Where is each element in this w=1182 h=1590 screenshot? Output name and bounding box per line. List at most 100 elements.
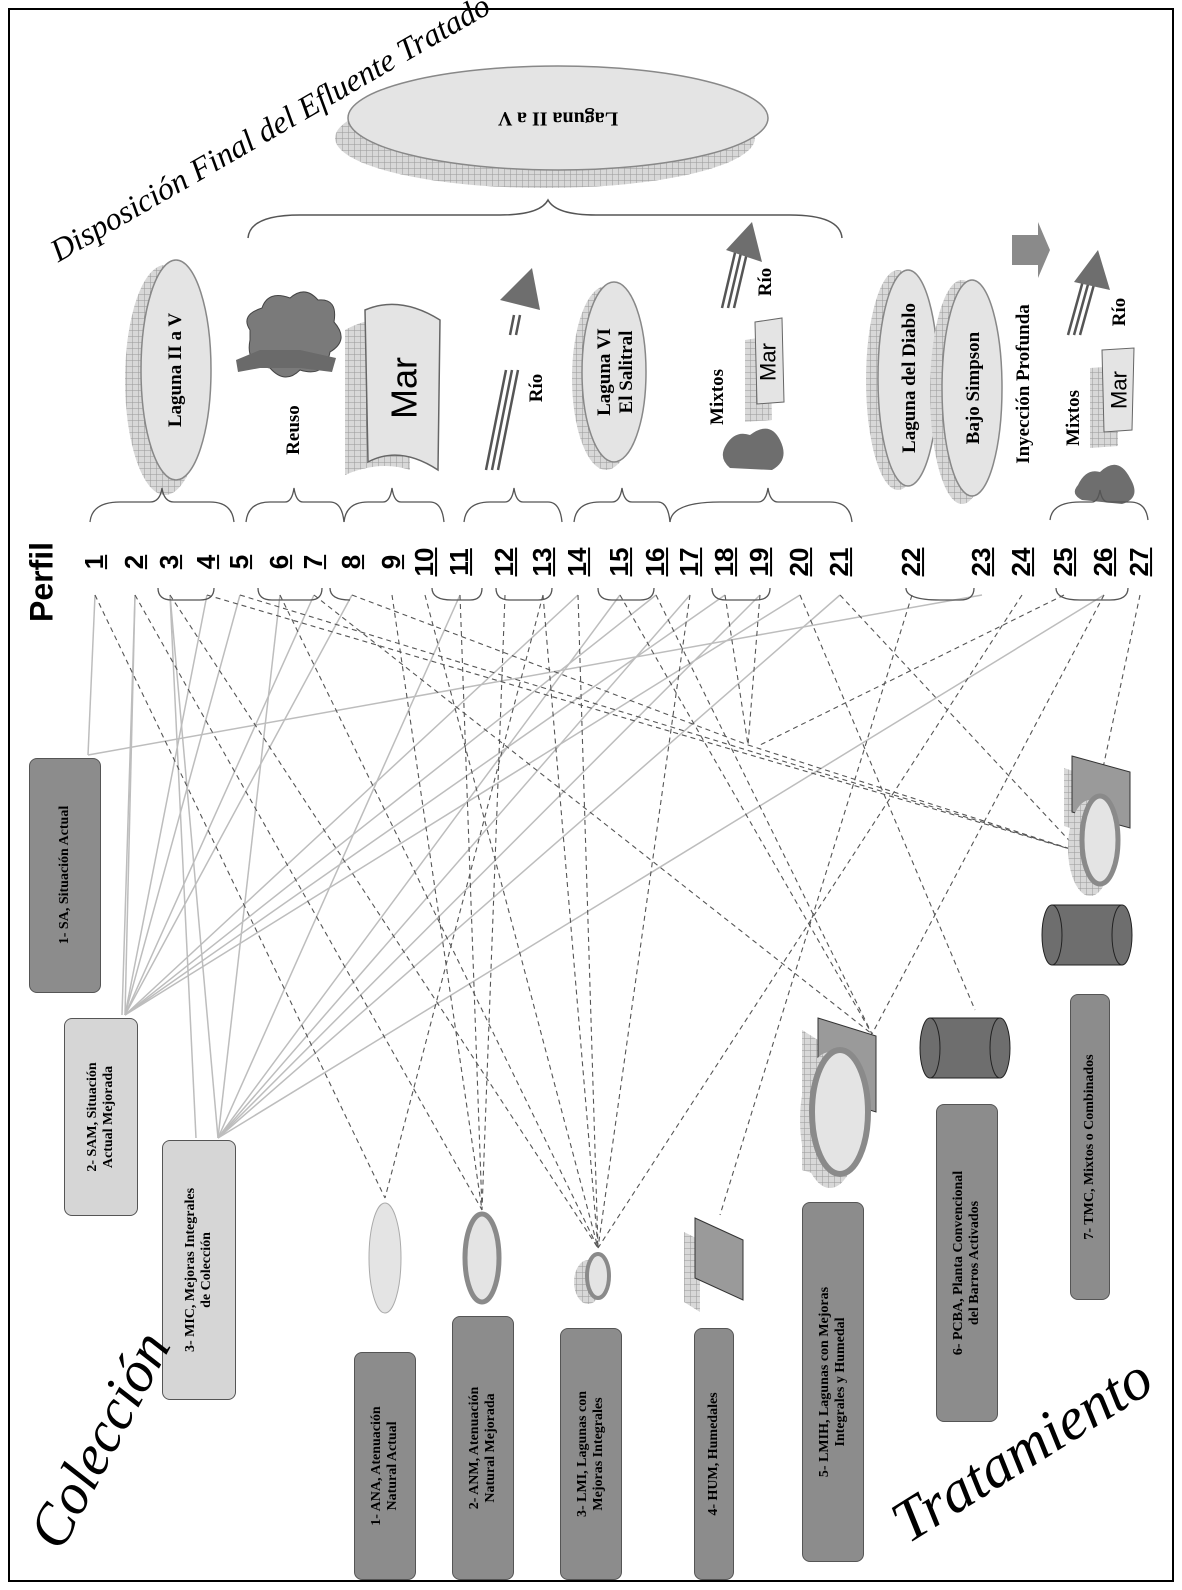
profile-number-2: 2 [119, 554, 150, 570]
dashed-link-26 [279, 594, 599, 1249]
laguna-vi-line2: El Salitral [616, 330, 637, 414]
dashed-link-6 [424, 594, 599, 1249]
dashed-link-10 [577, 594, 599, 1249]
solid-link-15 [217, 594, 761, 1139]
bajo-simpson-oval [930, 279, 1003, 504]
solid-link-5 [124, 594, 241, 1016]
laguna-top-oval [335, 65, 769, 188]
diagram-frame [8, 8, 1174, 1582]
profile-number-24: 24 [1006, 547, 1037, 577]
dashed-link-24 [747, 744, 1081, 853]
mixtos-label-1: Mixtos [707, 369, 729, 425]
dashed-link-21 [871, 594, 1105, 1035]
tmc-cylinder-icon [1041, 904, 1133, 966]
solid-link-10 [124, 594, 579, 1016]
collection-sa-label: 1- SA, Situación Actual [56, 805, 72, 945]
treat-lmi-box [560, 1328, 622, 1580]
profile-number-17: 17 [674, 547, 705, 577]
anm-line1: 2- ANM, Atenuación [466, 1386, 482, 1510]
solid-link-11 [217, 594, 621, 1139]
mixtos-label-2: Mixtos [1063, 390, 1085, 446]
solid-link-12 [124, 594, 657, 1016]
dashed-link-15 [747, 594, 761, 746]
collection-mic-label: 3- MIC, Mejoras Integrales de Colección [183, 1188, 215, 1352]
inyeccion-arrow-icon [1012, 222, 1050, 278]
profile-number-22: 22 [896, 547, 927, 577]
sam-line2: Actual Mejorada [101, 1065, 116, 1169]
dashed-link-12 [655, 594, 873, 1035]
dashed-link-0 [94, 594, 386, 1199]
dashed-link-2 [169, 594, 599, 1249]
rio-label-3: Río [1109, 297, 1131, 327]
profile-number-4: 4 [191, 554, 222, 570]
dashed-link-25 [313, 594, 873, 1035]
dashed-link-23 [351, 594, 749, 746]
top-brace [247, 198, 843, 239]
inyeccion-label: Inyección Profunda [1013, 304, 1035, 464]
solid-link-2 [124, 594, 136, 1016]
lmih-icon [800, 1017, 877, 1188]
profile-number-26: 26 [1088, 547, 1119, 577]
mar-label-2: Mar [755, 343, 781, 381]
ana-oval-icon [368, 1202, 402, 1314]
treat-ana-box [354, 1352, 416, 1580]
profile-number-11: 11 [444, 548, 475, 576]
dashed-link-14 [724, 594, 749, 746]
dashed-link-18 [719, 594, 913, 1216]
profile-number-13: 13 [527, 547, 558, 577]
profile-number-25: 25 [1048, 547, 1079, 577]
laguna-diablo-label: Laguna del Diablo [899, 303, 921, 453]
mic-line1: 3- MIC, Mejoras Integrales [182, 1187, 198, 1353]
solid-link-4 [124, 594, 208, 1016]
profile-number-16: 16 [640, 547, 671, 577]
lmi-oval-icon [574, 1252, 611, 1304]
bajo-simpson-label: Bajo Simpson [963, 331, 985, 445]
profile-number-14: 14 [562, 547, 593, 577]
dashed-link-9 [542, 594, 599, 1249]
profile-number-10: 10 [409, 547, 440, 577]
pcba-cylinder-icon [919, 1017, 1011, 1079]
rio-arrow-icon [484, 268, 540, 471]
profile-number-8: 8 [336, 554, 367, 570]
dashed-link-7 [459, 594, 483, 1211]
solid-link-3 [169, 594, 219, 1139]
treat-pcba-label: 6- PCBA, Planta Convencional del Barros … [951, 1171, 983, 1355]
profile-number-23: 23 [966, 547, 997, 577]
reuso-tree-icon [236, 291, 342, 378]
profile-number-18: 18 [709, 547, 740, 577]
collection-sam-box [64, 1018, 138, 1216]
profile-number-5: 5 [224, 554, 255, 570]
solid-link-20 [169, 594, 197, 1139]
profile-number-15: 15 [604, 547, 635, 577]
solid-link-0 [87, 594, 96, 756]
ana-line1: 1- ANA, Atenuación [368, 1406, 384, 1526]
mic-line2: de Colección [199, 1232, 214, 1308]
laguna-top-label: Laguna II a V [497, 107, 619, 130]
dashed-link-1 [134, 594, 483, 1211]
treat-anm-box [452, 1316, 514, 1580]
laguna-diablo-oval [866, 269, 939, 490]
reuso-label: Reuso [283, 405, 305, 455]
mar-flag-icon [345, 303, 441, 475]
profile-number-9: 9 [376, 554, 407, 570]
perfil-label: Perfil [23, 541, 60, 623]
profile-number-12: 12 [489, 547, 520, 577]
profile-braces [89, 487, 1149, 601]
pcba-line2: del Barros Activados [967, 1200, 982, 1326]
mixtos-2-icon [1066, 250, 1135, 504]
treat-pcba-box [936, 1104, 998, 1422]
sam-line1: 2- SAM, Situación [84, 1062, 100, 1172]
lmi-line2: Mejoras Integrales [591, 1397, 606, 1511]
profile-number-7: 7 [298, 554, 329, 570]
mar-label-3: Mar [1106, 371, 1132, 409]
treat-hum-label: 4- HUM, Humedales [705, 1392, 721, 1516]
solid-link-14 [124, 594, 726, 1016]
rio-label-2: Río [755, 267, 777, 297]
solid-link-19 [217, 594, 1105, 1139]
pcba-line1: 6- PCBA, Planta Convencional [950, 1170, 966, 1356]
anm-line2: Natural Mejorada [483, 1393, 498, 1503]
solid-link-7 [124, 594, 315, 1016]
treat-lmih-label: 5- LMIH, Lagunas con Mejoras Integrales … [817, 1287, 849, 1477]
ana-line2: Natural Actual [385, 1421, 400, 1511]
